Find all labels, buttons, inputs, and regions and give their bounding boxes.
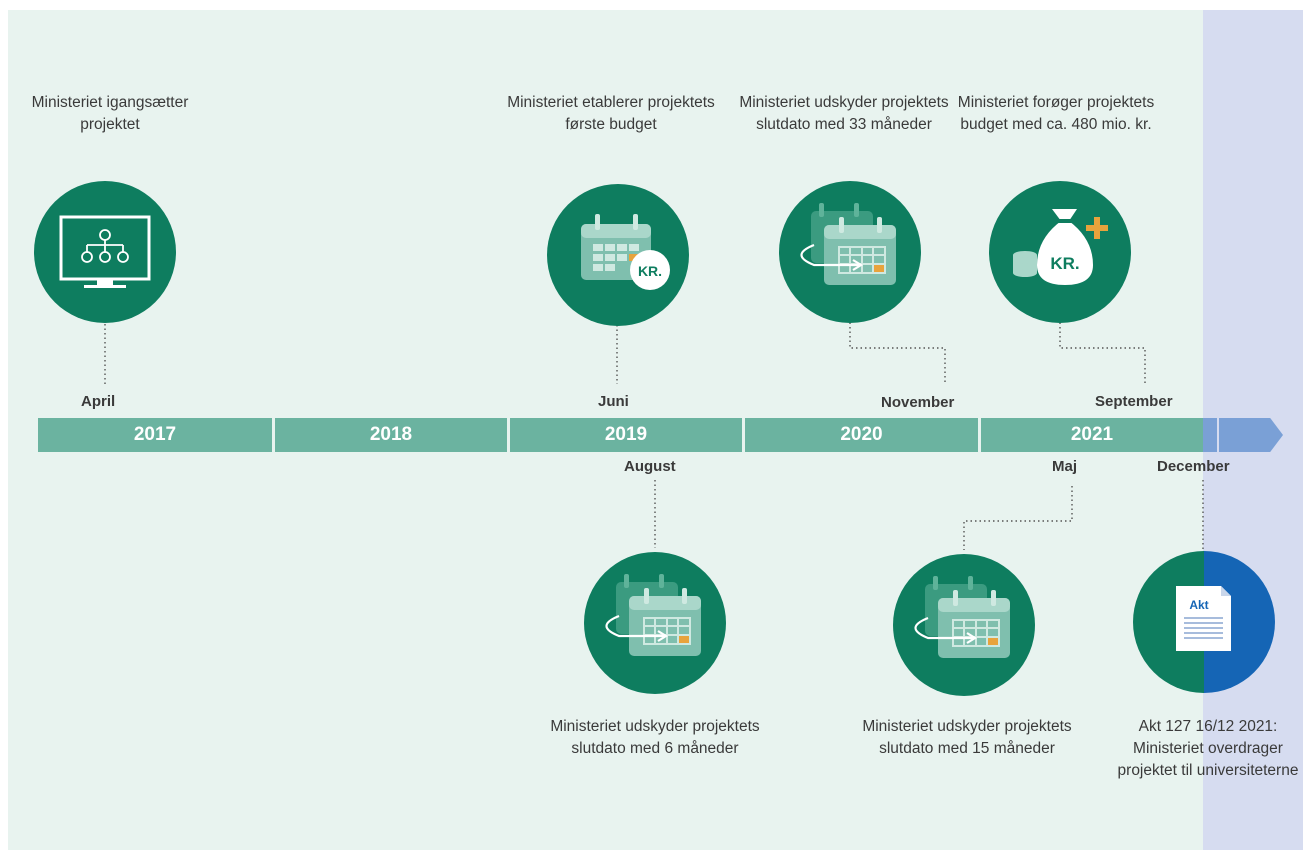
event-2019-august: Ministeriet udskyder projektets slutdato…: [550, 718, 760, 757]
connector-november: [849, 318, 946, 384]
month-maj: Maj: [1052, 458, 1078, 475]
year-2017: 2017: [38, 418, 272, 452]
event-2020-november: Ministeriet udskyder projektets slutdato…: [739, 94, 949, 133]
year-2021: 2021: [981, 418, 1203, 452]
month-juni: Juni: [598, 393, 629, 410]
calendar-budget-icon: KR.: [547, 184, 689, 326]
calendar-postpone-icon: [779, 181, 921, 323]
future-bar: [1203, 418, 1217, 452]
document-label-text: Akt: [1189, 598, 1208, 612]
month-november: November: [881, 394, 955, 411]
event-2021-september: Ministeriet forøger projektets budget me…: [957, 94, 1155, 133]
event-2017-april: Ministeriet igangsætter projektet: [31, 94, 189, 133]
month-april: April: [81, 393, 116, 410]
org-chart-monitor-icon: [34, 181, 176, 323]
connector-maj: [963, 486, 1073, 550]
kr-badge-text: KR.: [638, 263, 662, 279]
year-2020: 2020: [745, 418, 978, 452]
event-2019-juni: Ministeriet etablerer projektets første …: [507, 94, 715, 133]
calendar-postpone-icon: [893, 554, 1035, 696]
year-2018: 2018: [275, 418, 507, 452]
connector-september: [1059, 318, 1146, 384]
calendar-postpone-icon: [584, 552, 726, 694]
kr-bag-text: KR.: [1050, 254, 1079, 273]
event-2021-december: Akt 127 16/12 2021: Ministeriet overdrag…: [1117, 718, 1299, 779]
document-icon: Akt: [1133, 551, 1275, 693]
month-august: August: [624, 458, 676, 475]
month-december: December: [1157, 458, 1230, 475]
month-september: September: [1095, 393, 1173, 410]
event-2021-maj: Ministeriet udskyder projektets slutdato…: [862, 718, 1072, 757]
year-2019: 2019: [510, 418, 742, 452]
money-bag-plus-icon: KR.: [989, 181, 1131, 323]
timeline-arrow-icon: [1219, 418, 1283, 452]
